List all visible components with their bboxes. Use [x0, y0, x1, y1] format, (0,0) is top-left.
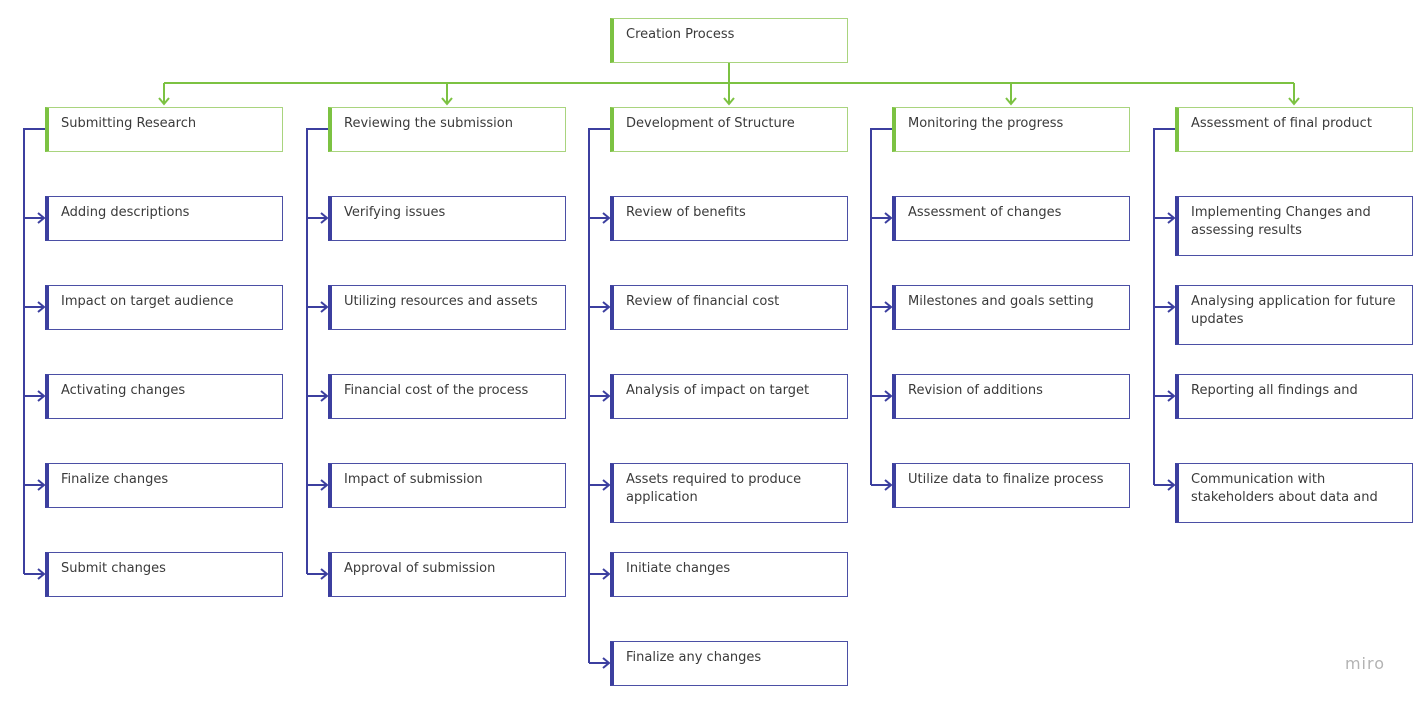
- column-1-item-1-label: Adding descriptions: [61, 205, 190, 220]
- column-4-item-3[interactable]: Revision of additions: [892, 374, 1130, 419]
- column-3-item-5-label: Initiate changes: [626, 561, 731, 576]
- column-2-item-2[interactable]: Utilizing resources and assets: [328, 285, 566, 330]
- heading-arrow-1: [158, 97, 170, 106]
- column-4-item-1-label: Assessment of changes: [908, 205, 1062, 220]
- column-1-item-2[interactable]: Impact on target audience: [45, 285, 283, 330]
- column-5-item-1-label: Implementing Changes and assessing resul…: [1191, 205, 1371, 238]
- column-3-arrow-5: [602, 568, 611, 580]
- column-1-arrow-5: [37, 568, 46, 580]
- column-4-arrow-3: [884, 390, 893, 402]
- column-2-item-5-label: Approval of submission: [344, 561, 496, 576]
- column-2-arrow-3: [320, 390, 329, 402]
- column-4-arrow-4: [884, 479, 893, 491]
- column-3-item-4-label: Assets required to produce application: [626, 472, 802, 505]
- column-2-item-1-label: Verifying issues: [344, 205, 446, 220]
- column-4-item-2-label: Milestones and goals setting: [908, 294, 1094, 309]
- column-4-item-2[interactable]: Milestones and goals setting: [892, 285, 1130, 330]
- column-4-spine: [870, 128, 892, 485]
- column-1-heading-label: Submitting Research: [61, 116, 197, 131]
- column-3-item-1-label: Review of benefits: [626, 205, 746, 220]
- heading-arrow-2: [441, 97, 453, 106]
- column-3-item-6[interactable]: Finalize any changes: [610, 641, 848, 686]
- heading-arrow-3: [723, 97, 735, 106]
- column-3-item-6-label: Finalize any changes: [626, 650, 762, 665]
- column-5-heading-label: Assessment of final product: [1191, 116, 1372, 131]
- column-2-arrow-5: [320, 568, 329, 580]
- column-3-item-4[interactable]: Assets required to produce application: [610, 463, 848, 523]
- heading-arrow-4: [1005, 97, 1017, 106]
- column-2-heading[interactable]: Reviewing the submission: [328, 107, 566, 152]
- column-2-item-5[interactable]: Approval of submission: [328, 552, 566, 597]
- column-1-item-4-label: Finalize changes: [61, 472, 169, 487]
- column-2-arrow-2: [320, 301, 329, 313]
- root-node[interactable]: Creation Process: [610, 18, 848, 63]
- column-1-item-3-label: Activating changes: [61, 383, 186, 398]
- column-2-spine: [306, 128, 328, 574]
- column-5-item-1[interactable]: Implementing Changes and assessing resul…: [1175, 196, 1413, 256]
- column-5-arrow-2: [1167, 301, 1176, 313]
- column-5-item-4-label: Communication with stakeholders about da…: [1191, 472, 1378, 505]
- column-5-arrow-1: [1167, 212, 1176, 224]
- column-2-item-2-label: Utilizing resources and assets: [344, 294, 538, 309]
- column-2-item-4[interactable]: Impact of submission: [328, 463, 566, 508]
- column-3-item-5[interactable]: Initiate changes: [610, 552, 848, 597]
- column-1-item-2-label: Impact on target audience: [61, 294, 234, 309]
- column-2-arrow-1: [320, 212, 329, 224]
- column-1-item-4[interactable]: Finalize changes: [45, 463, 283, 508]
- column-1-item-3[interactable]: Activating changes: [45, 374, 283, 419]
- column-1-item-5-label: Submit changes: [61, 561, 166, 576]
- column-3-arrow-1: [602, 212, 611, 224]
- column-1-item-1[interactable]: Adding descriptions: [45, 196, 283, 241]
- column-3-arrow-4: [602, 479, 611, 491]
- column-3-item-2-label: Review of financial cost: [626, 294, 780, 309]
- column-4-arrow-2: [884, 301, 893, 313]
- column-3-heading-label: Development of Structure: [626, 116, 795, 131]
- column-2-item-3[interactable]: Financial cost of the process: [328, 374, 566, 419]
- column-5-heading[interactable]: Assessment of final product: [1175, 107, 1413, 152]
- column-1-spine: [23, 128, 45, 574]
- column-4-item-3-label: Revision of additions: [908, 383, 1043, 398]
- column-3-item-2[interactable]: Review of financial cost: [610, 285, 848, 330]
- column-1-arrow-1: [37, 212, 46, 224]
- column-3-heading[interactable]: Development of Structure: [610, 107, 848, 152]
- column-5-item-3[interactable]: Reporting all findings and: [1175, 374, 1413, 419]
- column-2-item-1[interactable]: Verifying issues: [328, 196, 566, 241]
- column-4-heading[interactable]: Monitoring the progress: [892, 107, 1130, 152]
- column-5-item-3-label: Reporting all findings and: [1191, 383, 1358, 398]
- column-3-arrow-2: [602, 301, 611, 313]
- column-1-arrow-3: [37, 390, 46, 402]
- column-3-arrow-6: [602, 657, 611, 669]
- column-4-item-4-label: Utilize data to finalize process: [908, 472, 1104, 487]
- column-1-arrow-4: [37, 479, 46, 491]
- column-4-arrow-1: [884, 212, 893, 224]
- column-2-item-4-label: Impact of submission: [344, 472, 483, 487]
- column-3-item-3[interactable]: Analysis of impact on target: [610, 374, 848, 419]
- column-2-heading-label: Reviewing the submission: [344, 116, 513, 131]
- column-2-item-3-label: Financial cost of the process: [344, 383, 529, 398]
- column-5-spine: [1153, 128, 1175, 485]
- column-4-heading-label: Monitoring the progress: [908, 116, 1064, 131]
- column-3-item-3-label: Analysis of impact on target: [626, 383, 810, 398]
- column-5-arrow-3: [1167, 390, 1176, 402]
- column-4-item-4[interactable]: Utilize data to finalize process: [892, 463, 1130, 508]
- miro-watermark: miro: [1344, 654, 1385, 673]
- column-4-item-1[interactable]: Assessment of changes: [892, 196, 1130, 241]
- heading-arrow-5: [1288, 97, 1300, 106]
- column-3-item-1[interactable]: Review of benefits: [610, 196, 848, 241]
- root-label: Creation Process: [626, 27, 735, 42]
- column-5-item-2[interactable]: Analysing application for future updates: [1175, 285, 1413, 345]
- column-2-arrow-4: [320, 479, 329, 491]
- column-3-arrow-3: [602, 390, 611, 402]
- column-5-item-2-label: Analysing application for future updates: [1191, 294, 1396, 327]
- column-5-arrow-4: [1167, 479, 1176, 491]
- column-5-item-4[interactable]: Communication with stakeholders about da…: [1175, 463, 1413, 523]
- column-1-arrow-2: [37, 301, 46, 313]
- column-1-heading[interactable]: Submitting Research: [45, 107, 283, 152]
- column-1-item-5[interactable]: Submit changes: [45, 552, 283, 597]
